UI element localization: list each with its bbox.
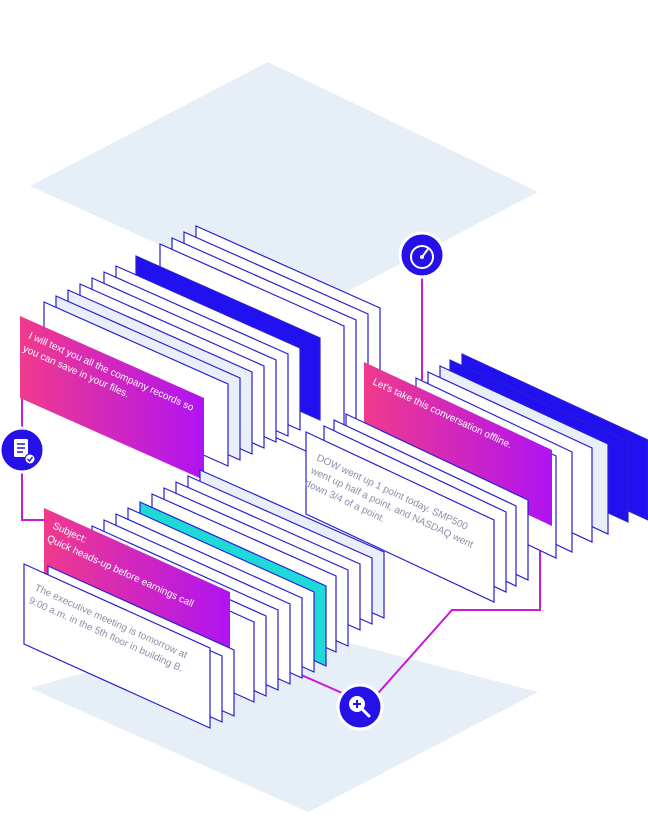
message-card-c bbox=[305, 431, 495, 603]
zoom-in-icon bbox=[336, 683, 384, 731]
message-card-e bbox=[23, 563, 211, 729]
message-card-a bbox=[20, 316, 204, 480]
speedometer-icon bbox=[398, 231, 446, 279]
message-card-b bbox=[364, 362, 552, 526]
document-check-icon bbox=[0, 426, 46, 474]
stack-right: Let's take this conversation offline. DO… bbox=[303, 353, 648, 603]
stack-lower-left: Subject: Quick heads-up before earnings … bbox=[23, 469, 385, 729]
